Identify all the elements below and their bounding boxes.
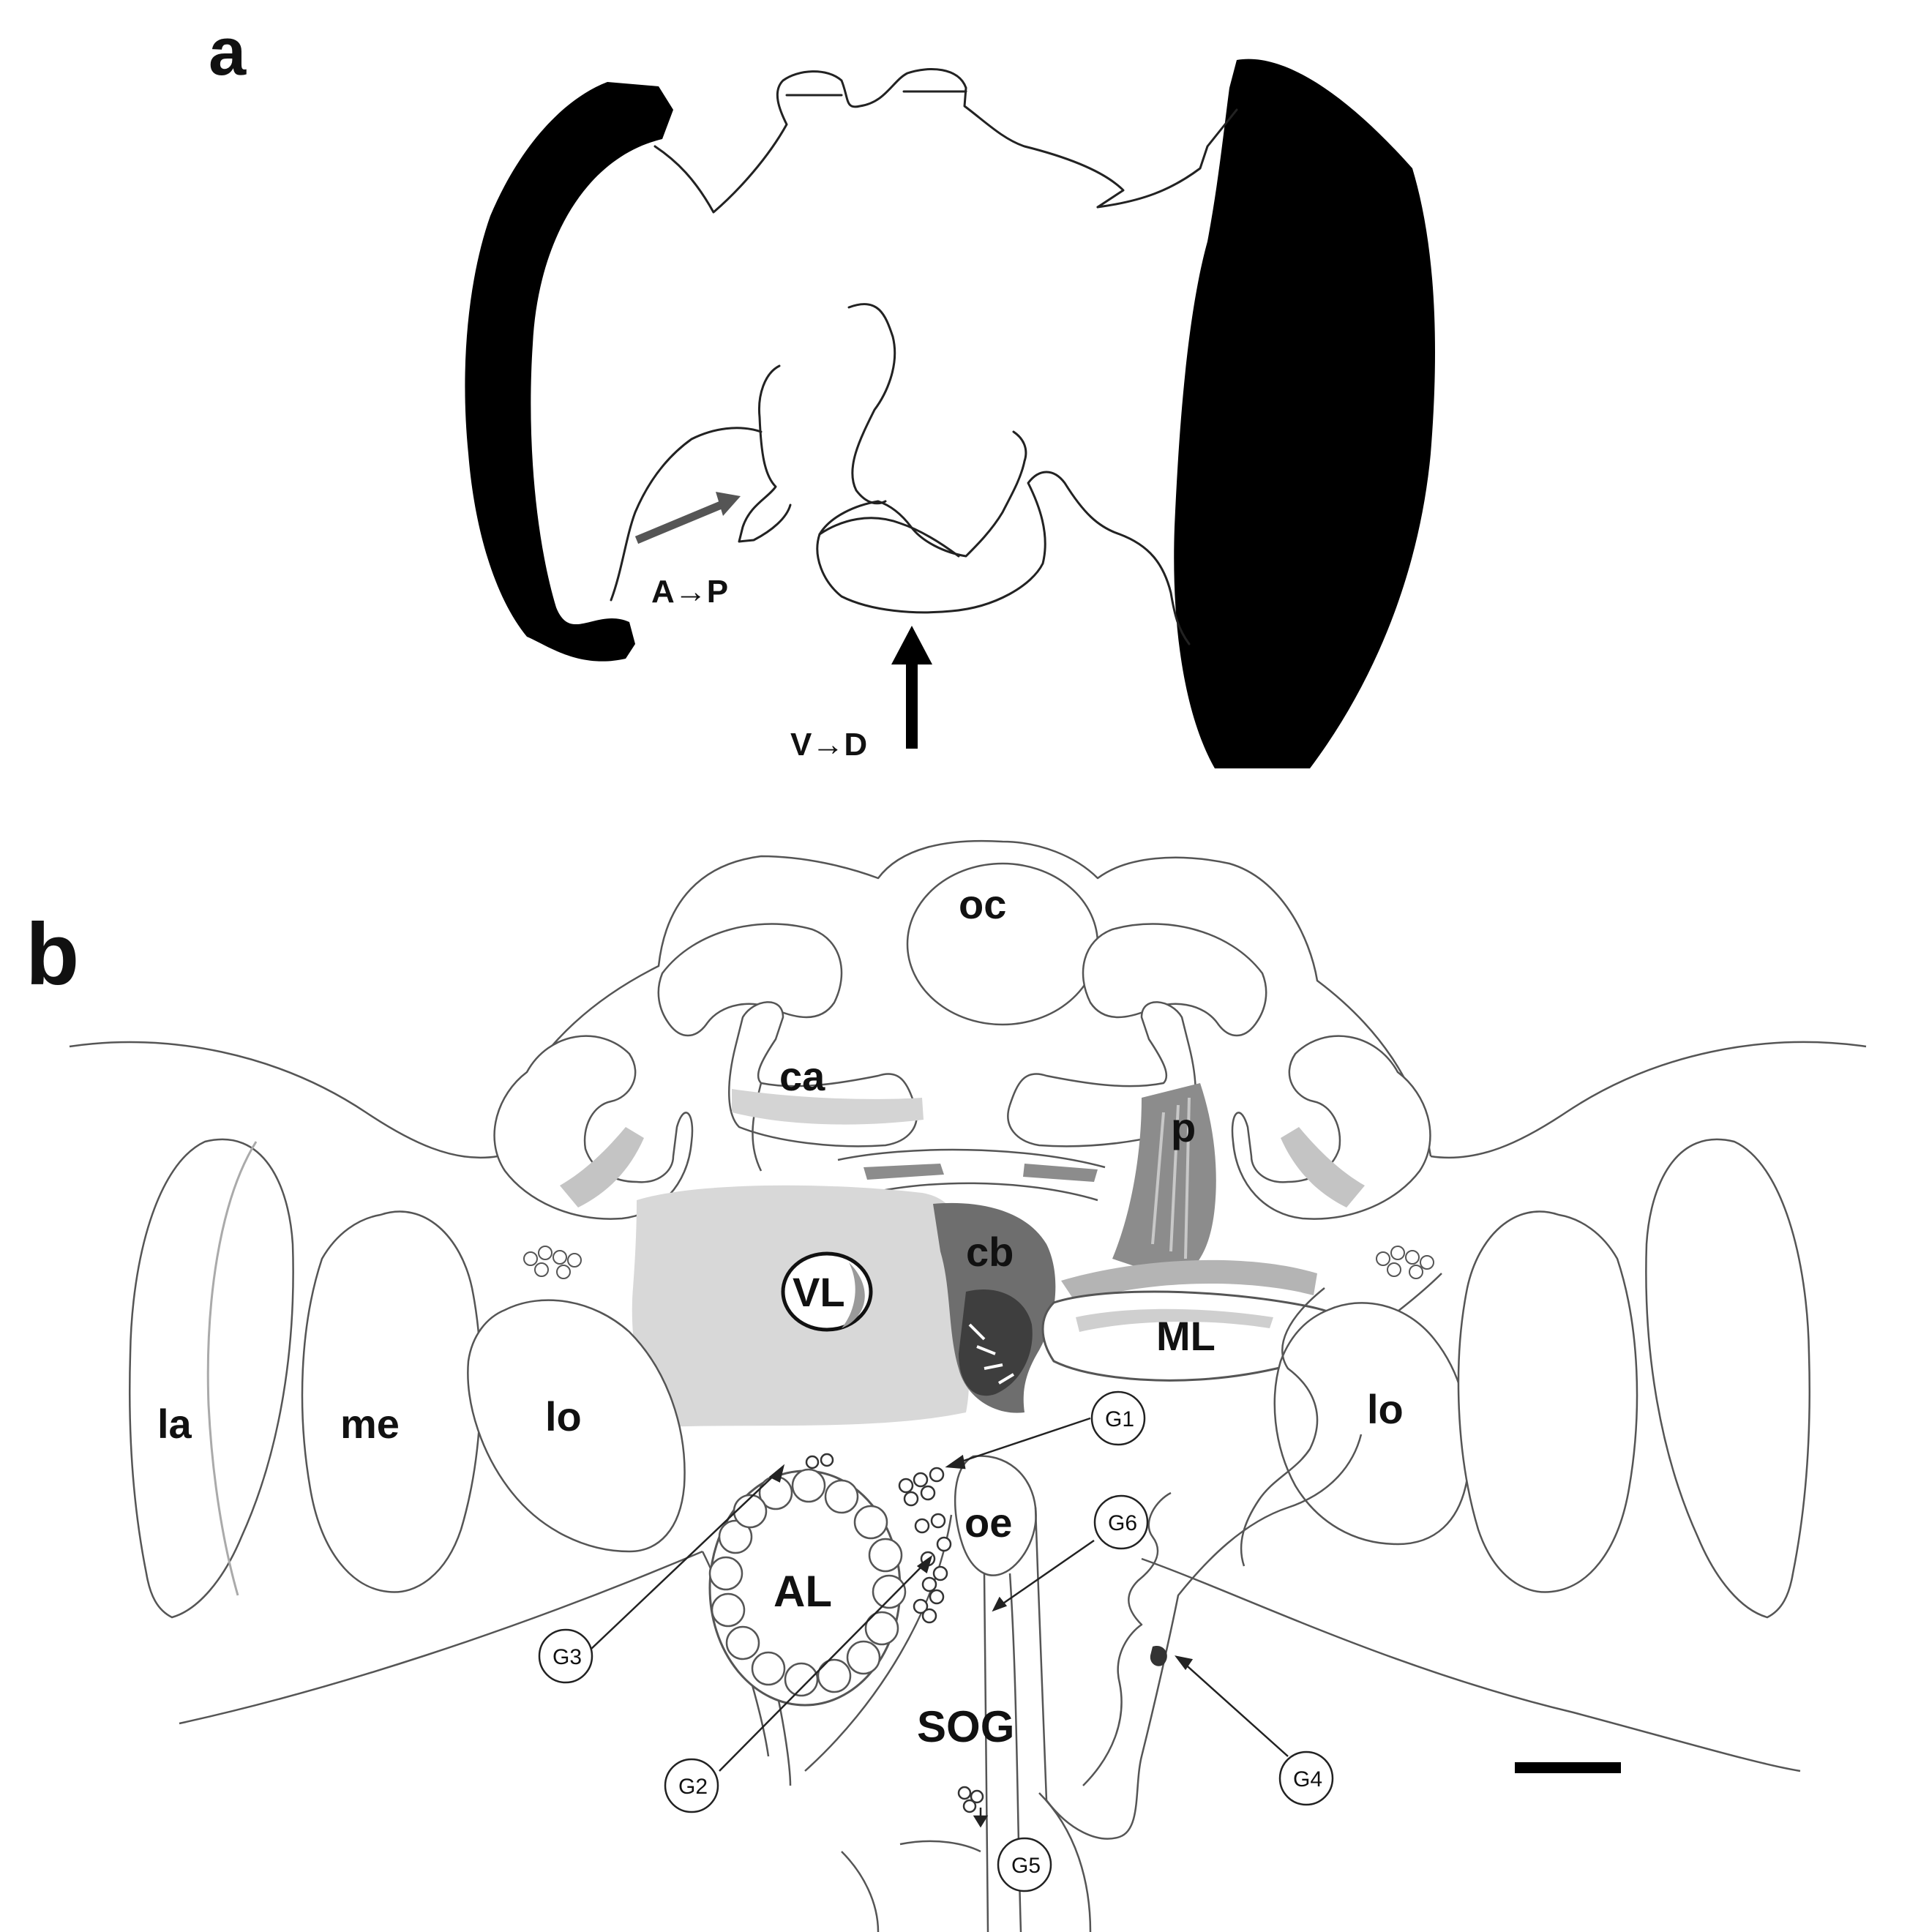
peduncle-streaks <box>1151 1097 1191 1259</box>
medial-lobe-bands <box>1061 1259 1317 1303</box>
head-outline-bottom-left <box>179 1550 703 1725</box>
calyx-right-outer <box>1082 923 1267 1037</box>
g2-badge: G2 <box>664 1758 719 1813</box>
panel-a-label: a <box>209 15 247 89</box>
peduncle-p <box>1112 1083 1216 1281</box>
bridge-arc-outer <box>837 1148 1106 1169</box>
lamina-right <box>1645 1138 1811 1619</box>
bridge-right-piece <box>1023 1164 1098 1182</box>
arrow-vd <box>891 626 932 749</box>
arrow-ap <box>634 492 741 544</box>
g4-cell <box>1150 1646 1167 1666</box>
la-label: la <box>157 1401 192 1447</box>
vl-label: VL <box>793 1269 845 1315</box>
g6-label: G6 <box>1108 1511 1137 1535</box>
right-optic-lobe-shape <box>1174 59 1436 768</box>
lamina-left-inner <box>206 1141 258 1596</box>
p-label: p <box>1171 1104 1196 1150</box>
ca-label: ca <box>779 1053 825 1099</box>
medial-lobe-inner-gray <box>1076 1308 1273 1332</box>
g5-cells <box>957 1786 984 1813</box>
lamina-left <box>128 1138 294 1619</box>
medulla-right <box>1457 1210 1638 1593</box>
sog-right-pouch <box>1082 1491 1172 1786</box>
g6-badge: G6 <box>1093 1494 1149 1550</box>
g1-cells <box>898 1467 952 1624</box>
brain-inner-mid <box>818 517 960 558</box>
oesophagus-oe <box>954 1455 1037 1576</box>
cluster-left-small <box>523 1246 582 1279</box>
central-body-lower <box>959 1289 1033 1396</box>
brain-inner-left-lobe <box>610 427 763 602</box>
g3-badge: G3 <box>538 1628 593 1684</box>
scale-bar <box>1515 1762 1621 1773</box>
brain-inner-right-lobe <box>816 430 1191 645</box>
g5-label: G5 <box>1011 1854 1041 1878</box>
panel-a: a A→P V→D <box>209 15 1436 768</box>
sog-bottom-mid <box>899 1840 981 1853</box>
g2-label: G2 <box>678 1775 708 1799</box>
oe-label: oe <box>964 1499 1012 1546</box>
calyx-band-far-left <box>560 1127 644 1208</box>
lo-right-label: lo <box>1367 1386 1404 1432</box>
g3-cells <box>805 1453 834 1469</box>
al-label: AL <box>774 1567 832 1616</box>
right-lobe-wiggle <box>1240 1287 1325 1567</box>
me-label: me <box>340 1401 400 1447</box>
brain-inner-stem <box>847 303 896 505</box>
lobula-left <box>467 1299 686 1553</box>
calyx-left-outer <box>657 923 843 1037</box>
brain-outline-top <box>653 68 1125 214</box>
g4-badge: G4 <box>1278 1751 1334 1806</box>
calyx-band-ca <box>732 1089 924 1125</box>
panel-b: b oc ca p <box>26 839 1867 1932</box>
sog-bottom-left <box>841 1851 880 1932</box>
calyx-far-right <box>1231 1035 1431 1220</box>
neck-line-4 <box>804 1514 953 1772</box>
medulla-left <box>301 1210 482 1593</box>
oc-label: oc <box>959 881 1006 927</box>
central-body-segments <box>968 1323 1015 1385</box>
lo-left-label: lo <box>545 1393 582 1439</box>
g1-label: G1 <box>1105 1407 1134 1431</box>
g3-label: G3 <box>553 1645 582 1669</box>
brain-inner-left-line <box>738 364 792 543</box>
vl-circle <box>781 1251 873 1332</box>
brain-outline-top-right <box>1096 108 1238 209</box>
g1-badge: G1 <box>1090 1390 1146 1446</box>
calyx-band-far-right <box>1281 1127 1365 1208</box>
neck-line-3 <box>1034 1507 1048 1801</box>
arrow-vd-label: V→D <box>790 727 867 763</box>
panel-b-label: b <box>26 905 79 1003</box>
al-glomeruli <box>708 1468 907 1697</box>
g5-badge: G5 <box>997 1837 1052 1892</box>
left-optic-lobe-shape <box>465 82 673 662</box>
group-arrows <box>591 1417 1289 1828</box>
sog-label: SOG <box>917 1702 1014 1751</box>
central-brain-outline <box>496 839 1432 1157</box>
arrow-ap-label: A→P <box>651 574 728 610</box>
cb-label: cb <box>966 1229 1014 1275</box>
g4-label: G4 <box>1293 1767 1322 1791</box>
head-outline-bottom-right <box>1141 1557 1801 1772</box>
neck-line-1 <box>983 1573 989 1932</box>
lobula-right <box>1273 1302 1471 1546</box>
cluster-right-small <box>1376 1246 1434 1279</box>
calyx-far-left <box>493 1035 694 1220</box>
bridge-left-piece <box>864 1164 944 1180</box>
vl-crescent <box>842 1262 865 1328</box>
sog-right-wall <box>1046 1434 1363 1840</box>
ml-label: ML <box>1156 1313 1216 1359</box>
head-outline-left <box>69 1041 498 1159</box>
head-outline-right <box>1430 1041 1867 1159</box>
